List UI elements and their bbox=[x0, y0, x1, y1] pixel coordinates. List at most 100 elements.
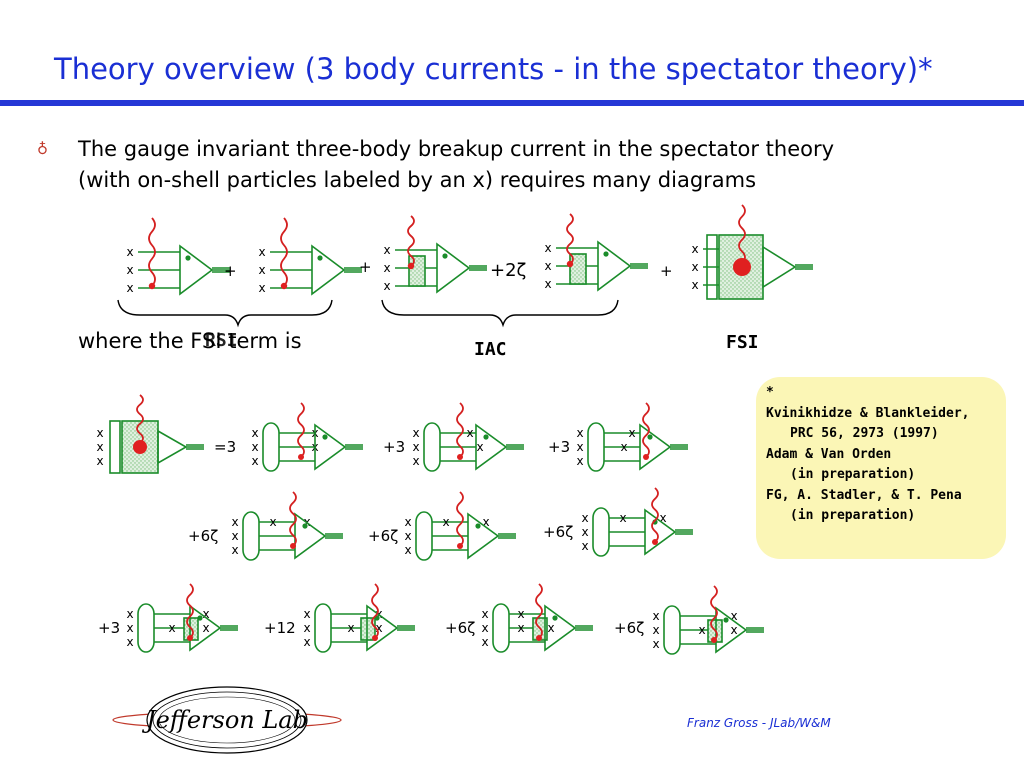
interaction-kernel bbox=[242, 511, 260, 561]
onshell-marker: x bbox=[126, 263, 133, 277]
kernel-bracket bbox=[706, 234, 718, 300]
coefficient-label: +3 bbox=[383, 438, 405, 456]
onshell-marker: x bbox=[269, 515, 276, 529]
onshell-marker: x bbox=[202, 621, 209, 635]
coefficient-label: +3 bbox=[98, 619, 120, 637]
fsi-label: FSI bbox=[726, 332, 759, 353]
bound-state-vertex bbox=[544, 604, 577, 652]
onshell-marker: x bbox=[547, 621, 554, 635]
onshell-marker: x bbox=[544, 259, 551, 273]
diagram: xxx bbox=[258, 217, 362, 296]
onshell-marker: x bbox=[481, 607, 488, 621]
diagram: xxx bbox=[383, 215, 487, 294]
bound-state-vertex bbox=[157, 429, 188, 465]
ref-star: * bbox=[766, 385, 774, 400]
iac-brace bbox=[381, 299, 619, 328]
vertex-dot bbox=[317, 255, 323, 261]
vertex-dot bbox=[187, 635, 193, 641]
bound-state-vertex bbox=[436, 242, 471, 294]
onshell-marker: x bbox=[96, 454, 103, 468]
onshell-marker: x bbox=[412, 454, 419, 468]
onshell-marker: x bbox=[251, 426, 258, 440]
onshell-marker: x bbox=[517, 621, 524, 635]
iac-label: IAC bbox=[474, 339, 507, 360]
vertex-dot bbox=[647, 434, 653, 440]
vertex-dot bbox=[723, 617, 729, 623]
vertex-dot bbox=[643, 454, 649, 460]
onshell-marker: x bbox=[383, 279, 390, 293]
slide-title: Theory overview (3 body currents - in th… bbox=[54, 52, 933, 86]
onshell-marker: x bbox=[730, 609, 737, 623]
interaction-kernel bbox=[587, 422, 605, 472]
fsi-definition-text: where the FSI term is bbox=[78, 329, 302, 353]
interaction-kernel bbox=[314, 603, 332, 653]
onshell-marker: x bbox=[258, 281, 265, 295]
rsi-label: RSI bbox=[205, 330, 238, 351]
interaction-kernel bbox=[262, 422, 280, 472]
onshell-marker: x bbox=[576, 454, 583, 468]
kernel-bracket bbox=[109, 420, 121, 474]
plus-operator: + bbox=[660, 262, 673, 280]
onshell-marker: x bbox=[620, 440, 627, 454]
bullet-icon: ♁ bbox=[37, 140, 48, 158]
onshell-marker: x bbox=[698, 623, 705, 637]
bullet-line-2: (with on-shell particles labeled by an x… bbox=[78, 168, 757, 192]
photon-line bbox=[407, 215, 415, 267]
onshell-marker: x bbox=[412, 426, 419, 440]
onshell-marker: x bbox=[96, 426, 103, 440]
onshell-marker: x bbox=[730, 623, 737, 637]
onshell-marker: x bbox=[581, 511, 588, 525]
onshell-marker: x bbox=[412, 440, 419, 454]
fsi-term-diagram: xxx bbox=[96, 394, 204, 474]
vertex-dot bbox=[711, 637, 717, 643]
ref-3-detail: (in preparation) bbox=[790, 508, 916, 523]
ref-1-detail: PRC 56, 2973 (1997) bbox=[790, 426, 939, 441]
ref-2: Adam & Van Orden bbox=[766, 446, 892, 462]
vertex-dot bbox=[536, 635, 542, 641]
onshell-marker: x bbox=[576, 440, 583, 454]
onshell-marker: x bbox=[258, 263, 265, 277]
vertex-dot bbox=[298, 454, 304, 460]
jefferson-lab-logo: Jefferson Lab bbox=[112, 686, 342, 754]
vertex-dot bbox=[133, 440, 147, 454]
fsi-diagram: xxx bbox=[691, 204, 813, 300]
onshell-marker: x bbox=[375, 621, 382, 635]
bound-state-vertex bbox=[644, 508, 677, 556]
onshell-marker: x bbox=[691, 278, 698, 292]
onshell-marker: x bbox=[202, 607, 209, 621]
onshell-marker: x bbox=[231, 529, 238, 543]
onshell-marker: x bbox=[251, 454, 258, 468]
footer-credit: Franz Gross - JLab/W&M bbox=[687, 716, 831, 730]
vertex-dot bbox=[322, 434, 328, 440]
photon-line bbox=[371, 583, 379, 639]
onshell-marker: x bbox=[303, 635, 310, 649]
onshell-marker: x bbox=[481, 635, 488, 649]
interaction-kernel bbox=[137, 603, 155, 653]
onshell-marker: x bbox=[659, 511, 666, 525]
bound-state-vertex bbox=[179, 244, 214, 296]
interaction-kernel bbox=[423, 422, 441, 472]
onshell-marker: x bbox=[576, 426, 583, 440]
bound-state-vertex bbox=[597, 240, 632, 292]
vertex-dot bbox=[185, 255, 191, 261]
diagram: xxx bbox=[544, 213, 648, 292]
interaction-kernel bbox=[415, 511, 433, 561]
onshell-marker: x bbox=[168, 621, 175, 635]
title-underline bbox=[0, 100, 1024, 106]
ref-3: FG, A. Stadler, & T. Pena bbox=[766, 487, 962, 503]
coefficient-label: +3 bbox=[548, 438, 570, 456]
photon-line bbox=[642, 402, 650, 458]
vertex-dot bbox=[372, 635, 378, 641]
bound-state-vertex bbox=[475, 423, 508, 471]
rsi-brace bbox=[117, 299, 333, 328]
photon-line bbox=[456, 402, 464, 458]
vertex-dot bbox=[197, 615, 203, 621]
onshell-marker: x bbox=[581, 525, 588, 539]
scattering-box bbox=[408, 255, 426, 287]
bound-state-vertex bbox=[366, 604, 399, 652]
vertex-dot bbox=[566, 260, 574, 268]
